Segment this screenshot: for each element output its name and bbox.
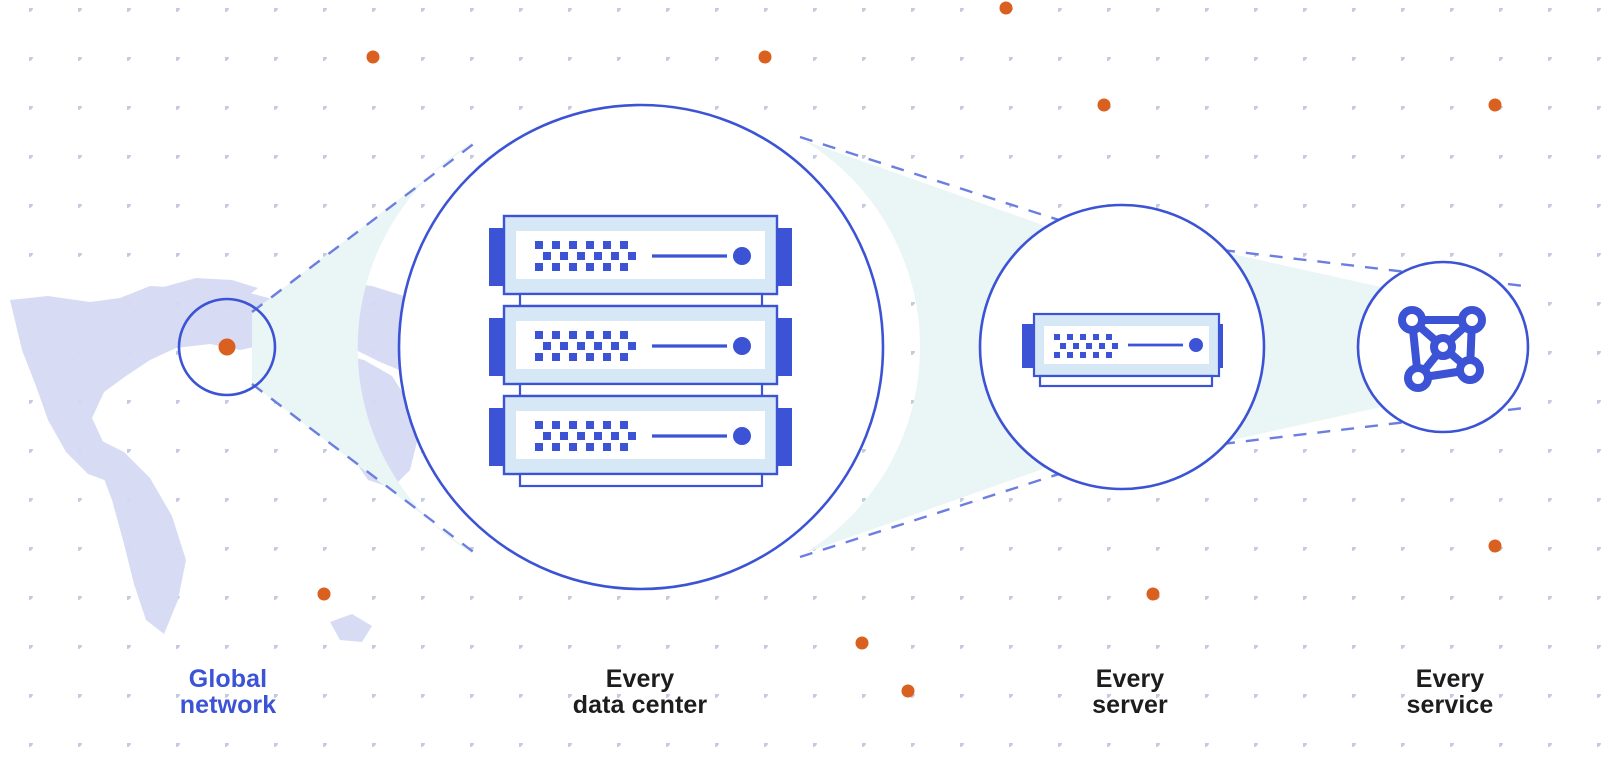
cone-global-to-datacenter <box>251 138 481 558</box>
cone3-dashed-top <box>1221 248 1525 288</box>
network-nodes-icon <box>1398 306 1486 392</box>
stage-label-global-network: Global network <box>179 665 277 720</box>
server-unit <box>489 214 792 296</box>
server-rack-icon <box>489 214 792 488</box>
stage-label-every-service: Every service <box>1406 665 1494 720</box>
globe-highlight-circle <box>177 297 277 397</box>
server-unit <box>489 304 792 386</box>
server-unit <box>489 394 792 476</box>
stage-label-every-data-center: Every data center <box>572 665 708 720</box>
globe-highlight-dot <box>218 338 236 356</box>
cone3-dashed-bottom <box>1221 406 1525 446</box>
single-server-icon <box>1022 312 1223 388</box>
orange-accent-dots <box>317 1 1502 698</box>
stage-label-every-server: Every server <box>1092 665 1168 720</box>
cone-server-to-service <box>1221 248 1525 446</box>
